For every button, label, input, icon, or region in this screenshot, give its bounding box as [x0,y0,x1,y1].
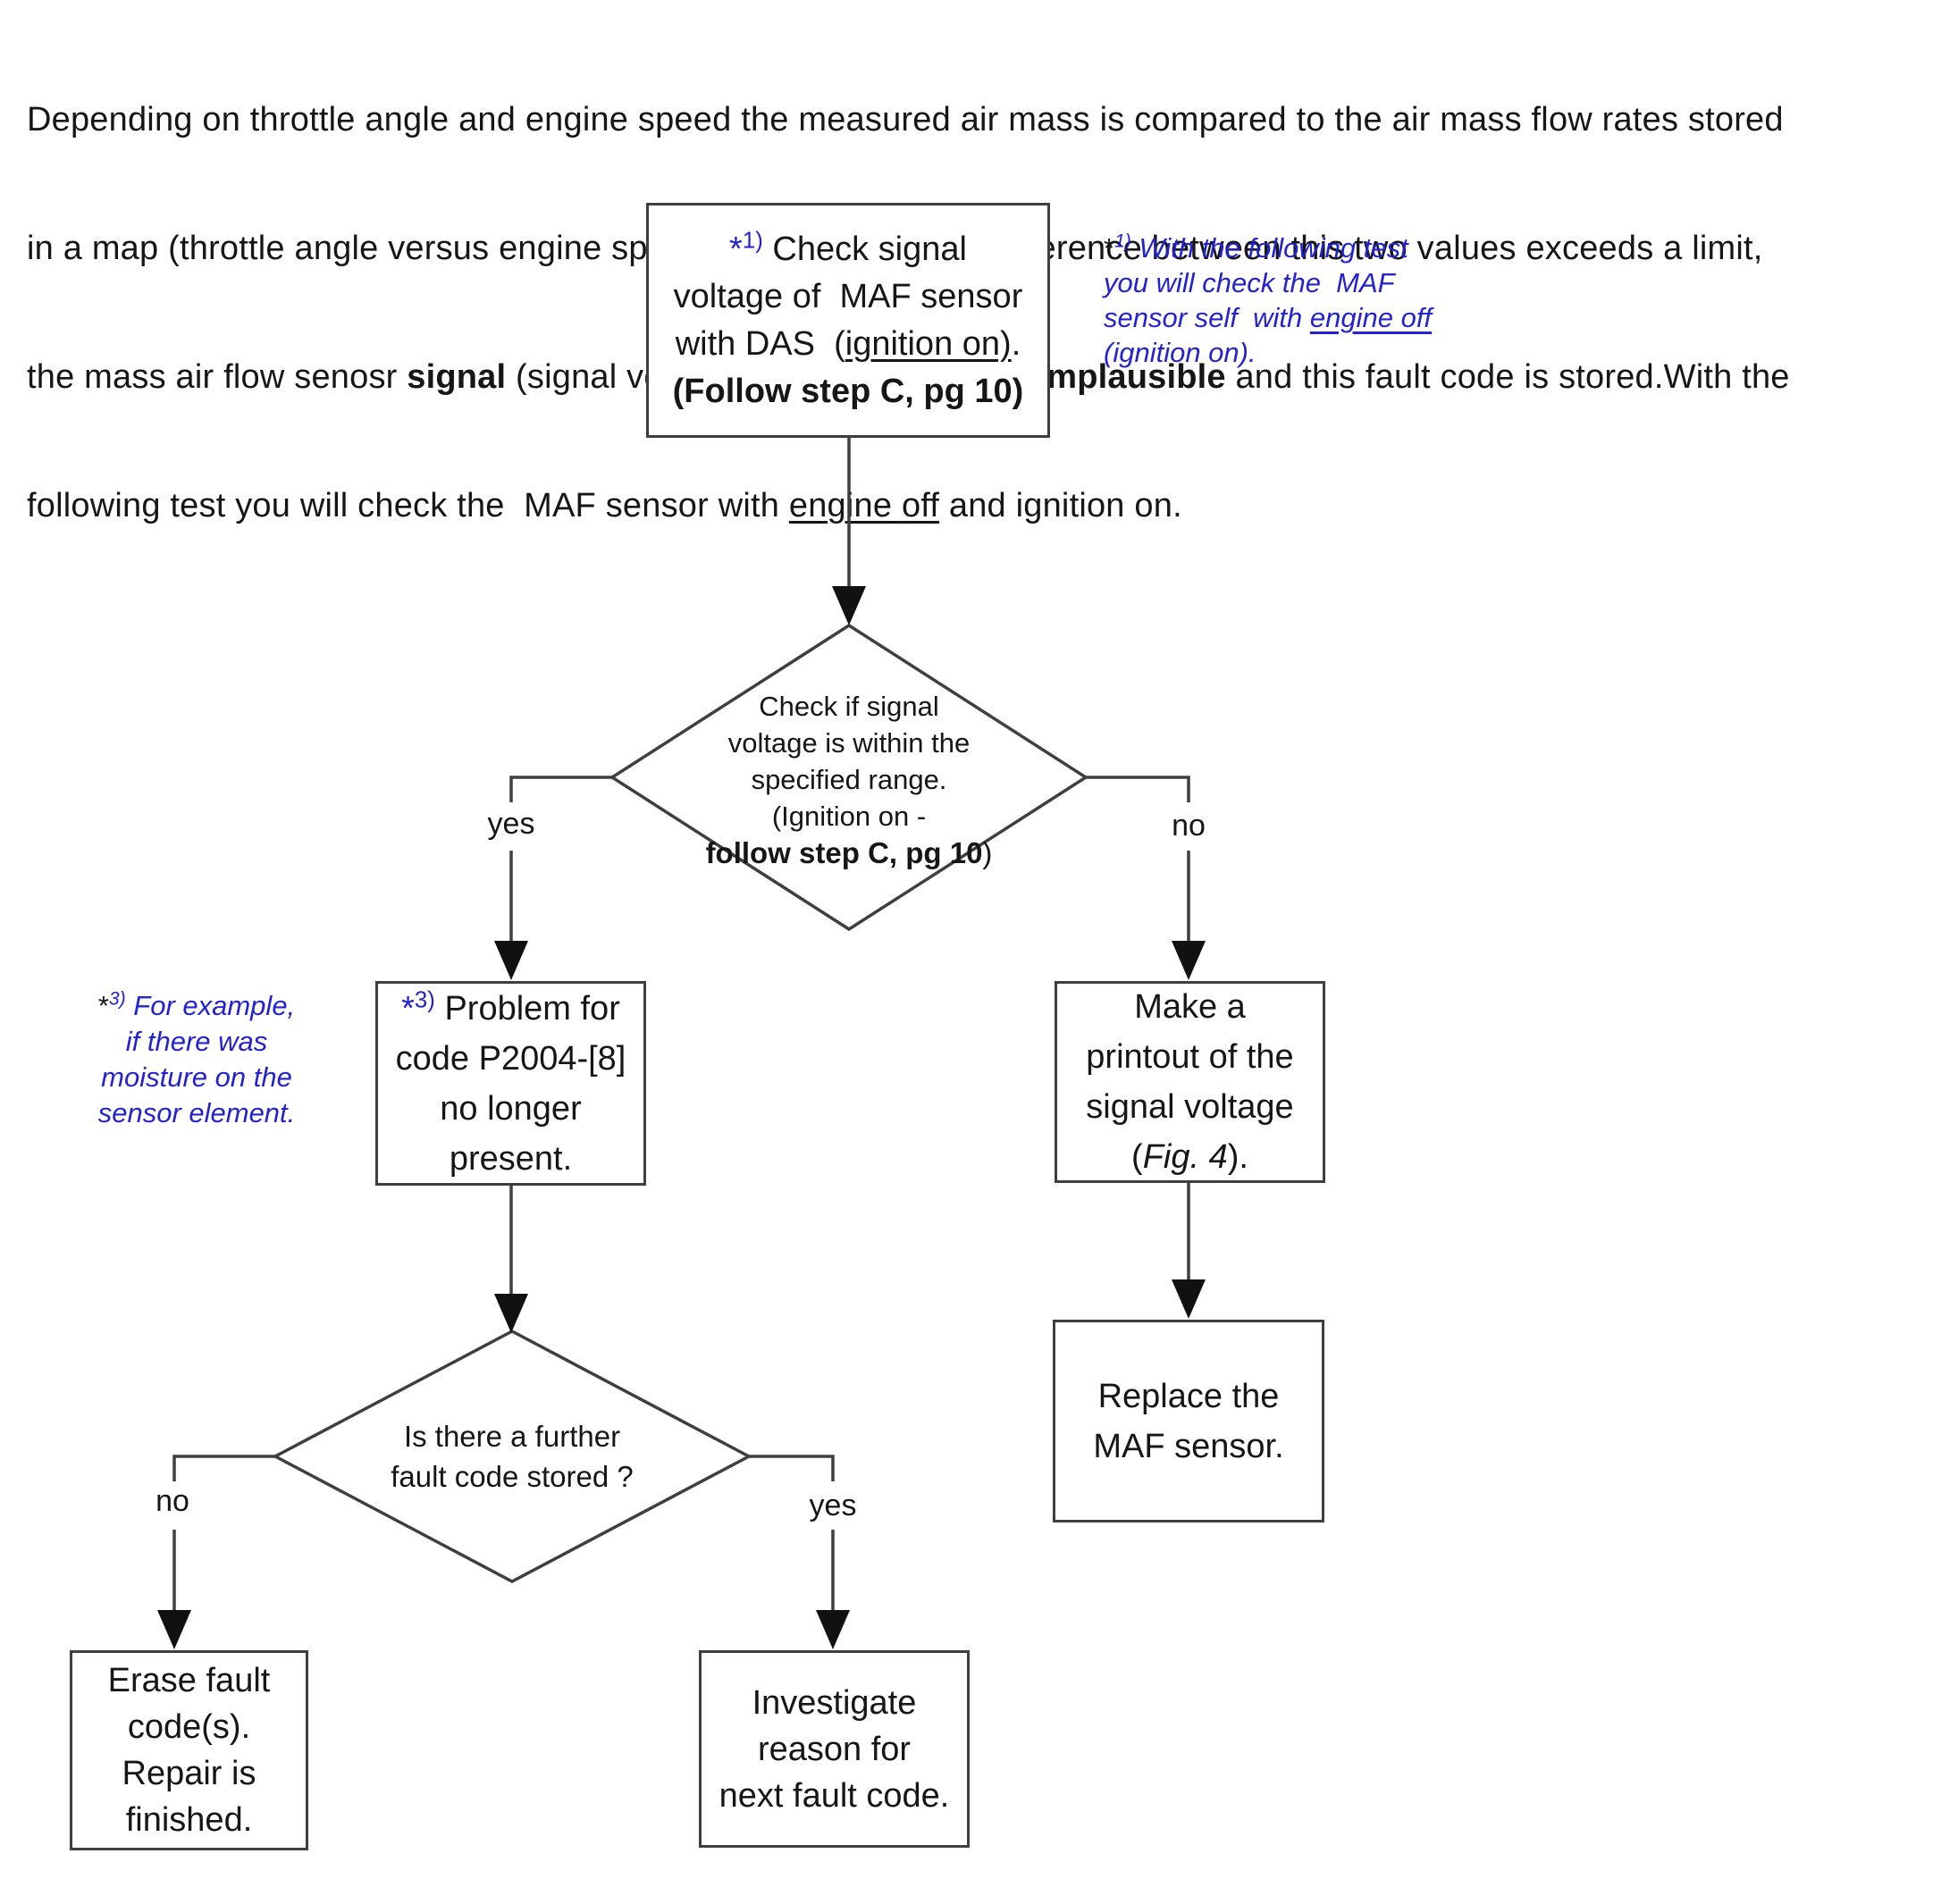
connector-no2-elbow [172,1455,277,1481]
branch-label-no-1: no [1172,809,1206,843]
diamond-bold-follow-step: follow step C, pg 10 [705,835,983,869]
intro-text: and this fault code is stored.With the [1225,358,1790,396]
box-text: Make a [1134,988,1246,1026]
box-text: finished. [125,1801,253,1839]
intro-line-4: following test you will check the MAF se… [27,484,1944,527]
box-text: Investigate [752,1683,917,1722]
box-text: ( [1131,1138,1143,1176]
arrowhead-into-printout-box [1172,941,1206,980]
flow-box-problem-no-longer-present: *3) Problem for code P2004-[8] no longer… [375,981,646,1186]
note-text: With the following test [1130,232,1408,264]
footnote-marker-1: 1) [1114,231,1131,252]
arrowhead-into-erase-box [157,1610,191,1649]
intro-text: the mass air flow senosr [27,358,408,396]
diamond-text: voltage is within the [727,726,971,759]
box-text: printout of the [1086,1038,1294,1076]
box-text: Repair is [122,1755,256,1792]
box-text: MAF sensor. [1093,1427,1284,1465]
note-text: if there was [125,1026,268,1057]
diamond-further-fault-text: Is there a further fault code stored ? [320,1394,704,1519]
arrowhead-into-diamond1 [832,586,866,625]
diamond-text: (Ignition on - [771,800,927,832]
diamond-text: Check if signal [759,690,939,722]
box-text: next fault code. [718,1776,950,1815]
box-text: code P2004-[8] [395,1039,626,1078]
branch-label-yes-2: yes [809,1489,857,1522]
flow-box-make-printout: Make a printout of the signal voltage (F… [1055,981,1325,1183]
intro-underline-engine-off: engine off [788,487,940,524]
flow-box-check-signal-voltage: *1) Check signal voltage of MAF sensor w… [646,203,1050,438]
connector-no1-elbow [1084,776,1190,802]
arrowhead-into-replace-box [1172,1279,1206,1319]
intro-bold-signal: signal [407,358,507,396]
footnote-3-annotation: *3) For example, if there was moisture o… [85,988,308,1131]
intro-line-1: Depending on throttle angle and engine s… [27,98,1944,141]
box-text: . [1011,324,1021,363]
arrowhead-into-diamond2 [494,1294,528,1333]
box-text: Problem for [434,989,620,1027]
diamond-text: specified range. [751,763,947,795]
box-text: voltage of MAF sensor [673,277,1023,315]
box-text: present. [449,1139,573,1178]
box-bold-follow-step: (Follow step C, pg 10) [672,372,1024,410]
box-text: Replace the [1097,1377,1280,1415]
note-text: sensor self with [1104,302,1310,333]
flow-box-erase-fault-codes: Erase fault code(s). Repair is finished. [70,1650,308,1850]
intro-text: following test you will check the MAF se… [27,487,789,524]
note-text: sensor element. [97,1097,296,1128]
arrowhead-into-investigate-box [816,1610,850,1649]
box-text: ). [1227,1138,1248,1176]
box-text: signal voltage [1086,1088,1294,1126]
intro-text: and ignition on. [939,487,1182,524]
diamond-signal-range-text: Check if signal voltage is within the sp… [652,636,1046,922]
footnote-marker-star: * [1104,232,1115,264]
note-underline-engine-off: engine off [1309,302,1433,333]
note-text: moisture on the [101,1061,292,1093]
diamond-text: fault code stored ? [391,1460,634,1493]
intro-text: Depending on throttle angle and engine s… [27,101,1784,138]
diamond-text: Is there a further [403,1420,621,1453]
footnote-marker-1: 1) [742,227,763,253]
box-text: with DAS ( [675,324,845,363]
box-italic-fig4: Fig. 4 [1142,1138,1228,1176]
box-underline-ignition-on: ignition on) [845,324,1012,363]
flow-box-replace-maf-sensor: Replace the MAF sensor. [1053,1320,1324,1522]
connector-yes2-elbow [747,1455,835,1481]
box-text: code(s). [127,1708,251,1746]
decision-diamond-signal-range [609,623,1089,932]
connector-yes1-elbow [509,776,614,802]
note-text: For example, [125,990,296,1021]
branch-label-no-2: no [155,1484,189,1518]
box-text: Erase fault [107,1662,271,1699]
diamond-text: ) [982,835,993,869]
footnote-marker-star: * [729,230,743,268]
box-text: Check signal [762,230,967,268]
footnote-marker-3: 3) [108,988,126,1010]
footnote-marker-star: * [97,990,109,1021]
note-text: (ignition on). [1104,337,1256,368]
flow-box-investigate-reason: Investigate reason for next fault code. [699,1650,970,1848]
note-text: you will check the MAF [1104,267,1395,298]
footnote-1-annotation: *1) With the following test you will che… [1104,231,1515,370]
branch-label-yes-1: yes [487,807,535,841]
decision-diamond-further-fault [272,1329,752,1583]
footnote-marker-3: 3) [414,986,435,1012]
footnote-marker-star: * [401,989,415,1027]
box-text: no longer [440,1089,582,1128]
box-text: reason for [757,1730,912,1768]
arrowhead-into-problem-box [494,941,528,980]
